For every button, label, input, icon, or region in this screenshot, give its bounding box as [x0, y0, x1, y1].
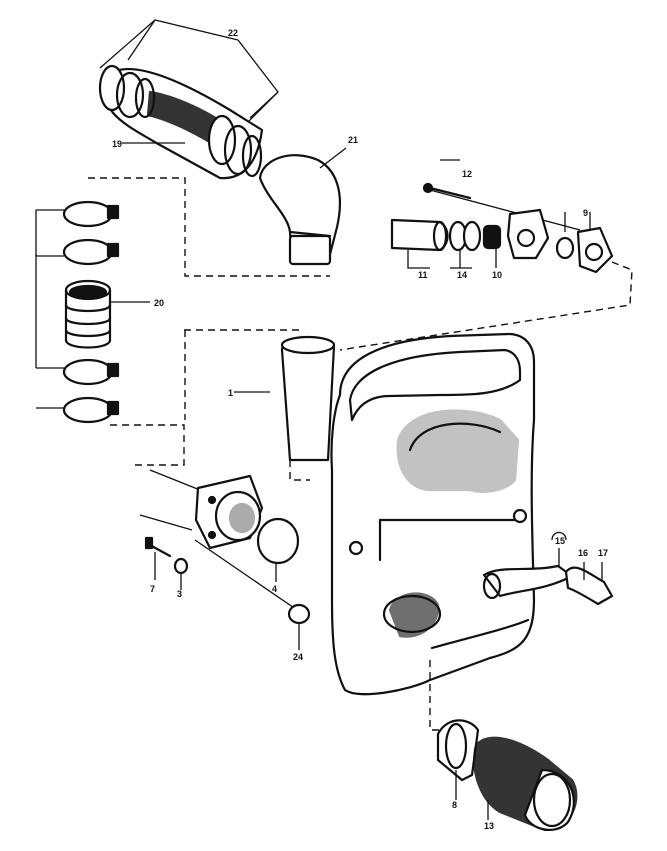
callout-7: 7: [150, 584, 155, 594]
right-fitting-assembly: [339, 159, 633, 351]
callout-17: 17: [598, 548, 608, 558]
callout-4: 4: [272, 584, 277, 594]
callout-9: 9: [583, 208, 588, 218]
callout-11: 11: [418, 270, 428, 280]
upper-hose-assembly: [98, 19, 347, 266]
main-housing: [234, 332, 614, 731]
callout-10: 10: [492, 270, 502, 280]
callout-20: 20: [154, 298, 164, 308]
callout-22: 22: [228, 28, 238, 38]
side-hose-fitting: [551, 531, 603, 580]
exhaust-flange: [139, 469, 311, 650]
callout-15: 15: [555, 536, 565, 546]
callout-16: 16: [578, 548, 588, 558]
callout-8: 8: [452, 800, 457, 810]
callout-24: 24: [293, 652, 303, 662]
callout-1: 1: [228, 388, 233, 398]
callout-labels: 22 19 21 12 20 1 9 11 10 14 7 3 4 24 15 …: [112, 28, 608, 831]
callout-12: 12: [462, 169, 472, 179]
clamp-stack: [35, 177, 330, 466]
callout-3: 3: [177, 589, 182, 599]
callout-14: 14: [457, 270, 467, 280]
callout-21: 21: [348, 135, 358, 145]
callout-13: 13: [484, 821, 494, 831]
callout-19: 19: [112, 139, 122, 149]
bellows-assembly: [436, 719, 578, 832]
